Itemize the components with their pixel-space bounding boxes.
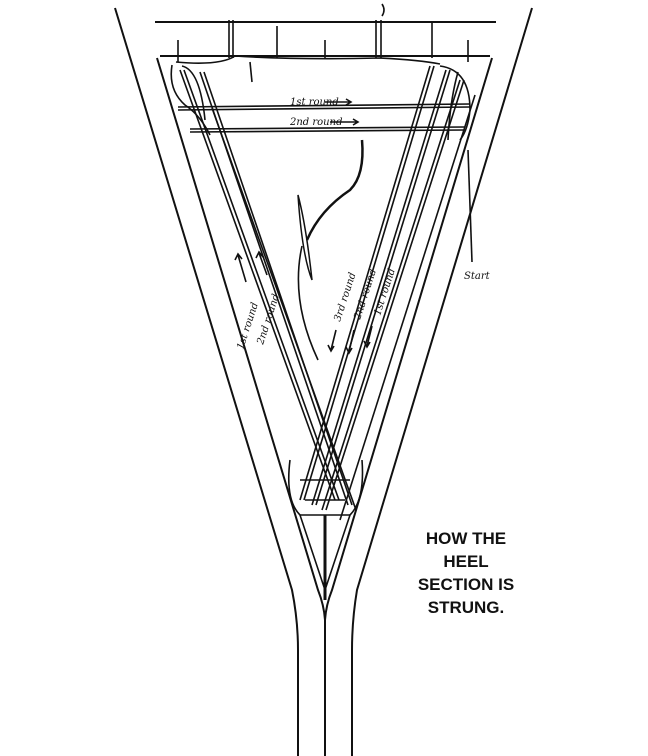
label-top-first-round: 1st round (290, 97, 339, 108)
frame-right-outer (351, 7, 533, 756)
label-top-second-round: 2nd round (289, 117, 342, 128)
caption-line: SECTION IS (417, 575, 515, 594)
frame-left-outer (114, 7, 299, 756)
caption-line: STRUNG. (427, 598, 505, 617)
frame-right-inner (324, 57, 493, 621)
frame-left-inner (156, 57, 326, 756)
label-left-second-round: 2nd round (255, 293, 282, 347)
caption-line: HOW THE (425, 529, 507, 548)
label-start: Start (464, 271, 491, 282)
diagram-caption: HOW THE HEEL SECTION IS STRUNG. (396, 527, 536, 619)
lacing (170, 3, 476, 600)
caption-line: HEEL (443, 552, 489, 571)
